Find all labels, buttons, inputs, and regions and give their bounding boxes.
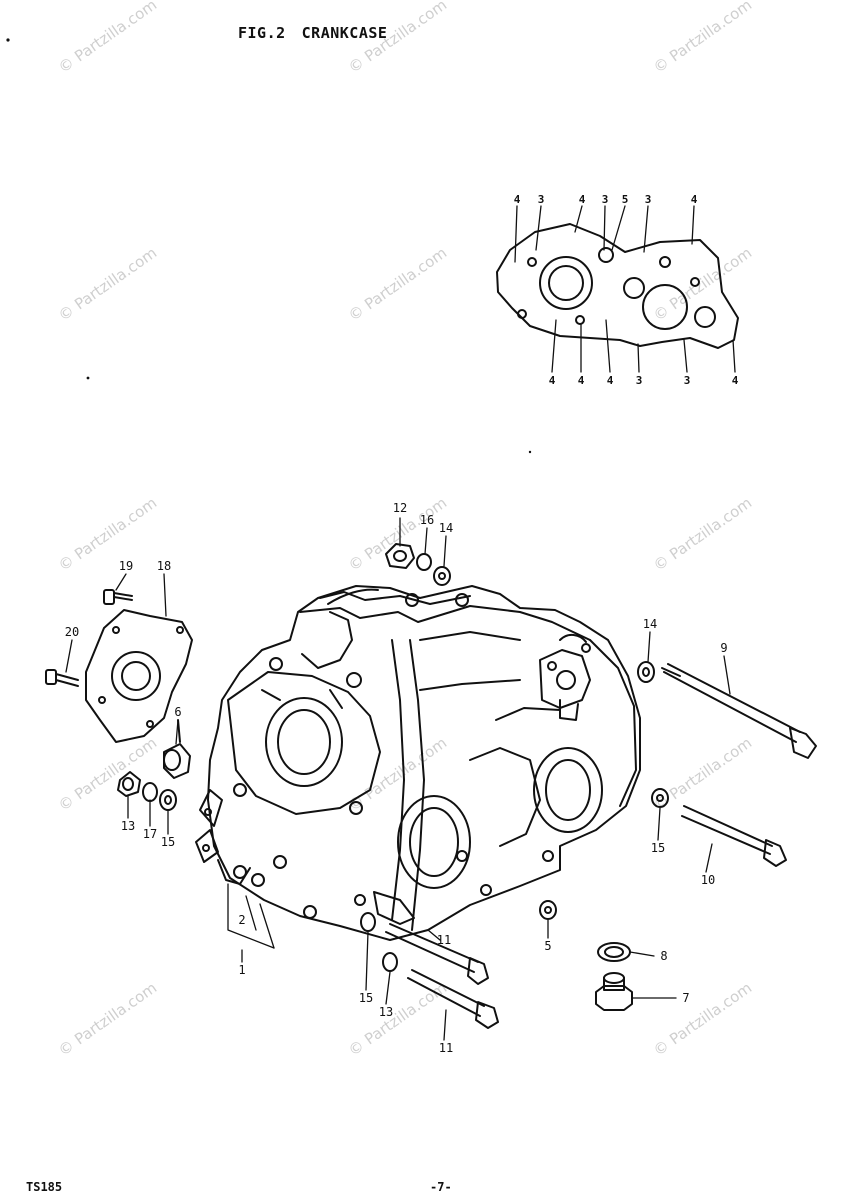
- bolt-20: [45, 669, 79, 687]
- callout-number: 7: [682, 991, 689, 1005]
- callout-number: 3: [538, 193, 545, 206]
- callout-number: 12: [393, 501, 407, 515]
- callout-number: 14: [643, 617, 657, 631]
- callout-number: 18: [157, 559, 171, 573]
- callout-number: 4: [732, 374, 739, 387]
- callout-number: 3: [602, 193, 609, 206]
- callout-number: 15: [161, 835, 175, 849]
- washer-5: [539, 900, 557, 920]
- callout-number: 3: [684, 374, 691, 387]
- callout-number: 11: [439, 1041, 453, 1055]
- page-number: -7-: [430, 1180, 452, 1194]
- callout-number: 9: [720, 641, 727, 655]
- callout-number: 6: [174, 705, 181, 719]
- callout-number: 4: [578, 374, 585, 387]
- callout-number: 5: [544, 939, 551, 953]
- gasket-leaders: [514, 205, 736, 373]
- callout-leaders: [65, 517, 731, 1041]
- model-code: TS185: [26, 1180, 63, 1194]
- callout-number: 3: [636, 374, 643, 387]
- callout-number: 4: [579, 193, 586, 206]
- gasket-callouts: 4 3 4 3 5 3 4 4 4 4 3 3 4: [514, 193, 739, 387]
- bolt-10: [651, 788, 787, 867]
- callout-number: 15: [359, 991, 373, 1005]
- callout-number: 4: [607, 374, 614, 387]
- callout-number: 19: [119, 559, 133, 573]
- callout-number: 5: [622, 193, 629, 206]
- intake-plate: [85, 609, 193, 743]
- callout-number: 14: [439, 521, 453, 535]
- figure-number: FIG.2: [238, 24, 286, 42]
- callout-number: 3: [645, 193, 652, 206]
- callout-number: 2: [238, 913, 245, 927]
- callout-number: 13: [379, 1005, 393, 1019]
- callout-number: 4: [691, 193, 698, 206]
- callout-number: 20: [65, 625, 79, 639]
- nut-washer-left: [117, 771, 177, 811]
- crankcase-halves: [195, 585, 641, 941]
- callout-number: 4: [514, 193, 521, 206]
- drain-seal-8: [597, 942, 631, 962]
- nut-washer-top: [385, 543, 451, 586]
- crankcase-gasket: [496, 223, 739, 349]
- callout-number: 11: [437, 933, 451, 947]
- callout-number: 4: [549, 374, 556, 387]
- callout-number: 15: [651, 841, 665, 855]
- bolt-11-lower: [382, 952, 499, 1029]
- drain-plug-7: [595, 972, 633, 1011]
- bolt-11-upper: [360, 912, 489, 985]
- bolt-19: [103, 589, 133, 605]
- figure-title: FIG.2 CRANKCASE: [238, 24, 387, 42]
- scan-specks: [6, 38, 532, 454]
- callout-number: 17: [143, 827, 157, 841]
- part-callouts: 12 16 14 19 18 20 6 13 17 15 14 9 15 10 …: [65, 501, 728, 1055]
- callout-number: 13: [121, 819, 135, 833]
- callout-number: 16: [420, 513, 434, 527]
- callout-number: 10: [701, 873, 715, 887]
- figure-name: CRANKCASE: [301, 24, 388, 42]
- callout-number: 8: [660, 949, 667, 963]
- callout-number: 1: [238, 963, 245, 977]
- bolt-9: [637, 661, 817, 759]
